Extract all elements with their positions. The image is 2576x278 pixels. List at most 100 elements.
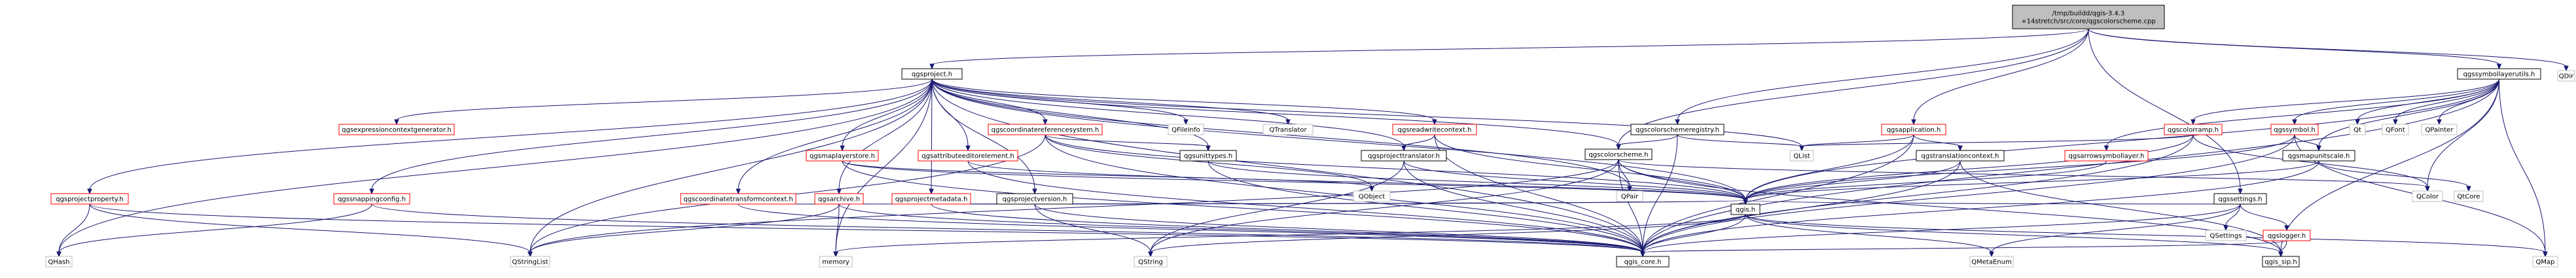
node-qt: Qt (2349, 124, 2366, 135)
edge-arrowhead (2355, 119, 2360, 126)
node-box (2349, 124, 2366, 135)
node-qgscolorscheme[interactable]: qgscolorscheme.h (1584, 148, 1653, 160)
node-box (2012, 5, 2165, 29)
edge-arrowhead (1043, 119, 1048, 126)
node-label: qgssnappingconfig.h (338, 196, 406, 203)
edge-qgsproject-to-qgsarchive (836, 78, 933, 195)
node-qgsmapunitscale[interactable]: qgsmapunitscale.h (2282, 150, 2355, 162)
node-qgsarrowsymbol[interactable]: qgsarrowsymbollayer.h (2064, 150, 2149, 162)
node-qgsapplication[interactable]: qgsapplication.h (1881, 124, 1946, 135)
edge-line (1618, 159, 1643, 253)
edge-line (371, 203, 1643, 253)
node-qgstranslationctx[interactable]: qgstranslationcontext.h (1916, 150, 2005, 162)
node-qgscsregistry[interactable]: qgscolorschemeregistry.h (1630, 124, 1725, 135)
edge-qgsprojectproperty-to-qhash (56, 203, 90, 258)
node-label: qgssymbol.h (2274, 127, 2316, 134)
node-qgsprojectproperty[interactable]: qgsprojectproperty.h (50, 193, 129, 205)
node-box (2270, 124, 2319, 135)
node-box (2263, 230, 2311, 241)
node-qgscrs[interactable]: qgscoordinatereferencesystem.h (988, 124, 1103, 135)
node-box (814, 193, 864, 205)
edge-line (89, 203, 531, 253)
node-qgssymbollayerutils[interactable]: qgssymbollayerutils.h (2457, 68, 2541, 80)
edge-qgssettings-to-qgslogger (2240, 203, 2289, 232)
edge-qgis-to-qmetaenum (1745, 214, 1994, 258)
edge-line (371, 78, 933, 190)
edge-qgssymbollayerutils-to-qgsarrowsymbol (2103, 78, 2499, 152)
node-qgsattrediting[interactable]: qgsattributeeditorelement.h (918, 150, 1018, 162)
edge-line (931, 78, 1619, 146)
edge-qgscrs-to-qgsunittypes (1045, 134, 1211, 152)
node-qgsmaplayerstore[interactable]: qgsmaplayerstore.h (806, 150, 879, 162)
edge-line (2088, 28, 2567, 67)
edge-arrowhead (2425, 186, 2430, 192)
edge-line (931, 78, 1435, 121)
node-label: qgsprojectversion.h (1003, 196, 1067, 203)
edge-qgsarchive-to-qstringlist (528, 203, 840, 258)
edge-line (1403, 160, 1643, 253)
node-label: QPainter (2425, 127, 2454, 134)
edge-arrowhead (1032, 188, 1037, 195)
node-root[interactable]: /tmp/buildd/qgis-3.4.3+14stretch/src/cor… (2012, 5, 2165, 29)
node-label: QList (1793, 153, 1810, 160)
node-label: qgsunittypes.h (1184, 153, 1232, 160)
edge-arrowhead (840, 145, 845, 152)
edge-qgssnappingconfig-to-qhash (56, 203, 372, 258)
edge-arrowhead (2292, 119, 2297, 126)
node-qgscolorramp[interactable]: qgscolorramp.h (2164, 124, 2223, 135)
node-qgsprojectversion[interactable]: qgsprojectversion.h (996, 193, 1073, 205)
edge-line (1745, 160, 2319, 201)
node-qgsarchive[interactable]: qgsarchive.h (814, 193, 864, 205)
edge-qgscolorscheme-to-qcolor (1618, 159, 2430, 192)
node-label: qgsapplication.h (1887, 127, 1941, 134)
node-label: QString (1138, 259, 1163, 266)
node-box (1361, 150, 1447, 162)
edge-line (1618, 159, 2428, 188)
node-box (2064, 150, 2149, 162)
node-box (2457, 68, 2541, 80)
edge-line (529, 78, 933, 253)
node-qgssnappingconfig[interactable]: qgssnappingconfig.h (333, 193, 410, 205)
node-qgissip[interactable]: qgis_sip.h (2262, 256, 2300, 268)
node-label: qgsarrowsymbollayer.h (2069, 153, 2145, 160)
edge-line (931, 78, 1746, 201)
edge-line (1642, 214, 1746, 253)
node-label: QFont (2386, 127, 2405, 134)
node-qgis[interactable]: qgis.h (1730, 203, 1761, 215)
node-qgssymbol[interactable]: qgssymbol.h (2270, 124, 2319, 135)
node-qgsproject[interactable]: qgsproject.h (901, 68, 963, 80)
edge-line (1745, 134, 1914, 201)
edge-arrowhead (2316, 145, 2321, 152)
edge-line (842, 160, 1746, 201)
node-qgsreadwrite[interactable]: qgsreadwritecontext.h (1392, 124, 1477, 135)
node-qgsprojtranslator[interactable]: qgsprojecttranslator.h (1361, 150, 1447, 162)
edge-line (931, 78, 1289, 121)
edge-arrowhead (2103, 145, 2109, 152)
node-box (2532, 256, 2558, 268)
edge-line (2225, 203, 2241, 227)
node-qgsexprctxgen[interactable]: qgsexpressioncontextgenerator.h (338, 124, 455, 135)
edge-line (1745, 78, 2499, 201)
edge-line (2088, 28, 2499, 65)
edge-line (2280, 78, 2499, 253)
edge-line (2106, 78, 2499, 147)
node-qgscttranscontext[interactable]: qgscoordinatetransformcontext.h (680, 193, 796, 205)
node-label: QStringList (512, 259, 548, 266)
edge-arrowhead (929, 63, 935, 70)
node-qgscore[interactable]: qgis_core.h (1616, 256, 1670, 268)
edge-line (931, 200, 1746, 205)
node-label: qgssymbollayerutils.h (2463, 71, 2535, 78)
node-qgssettings[interactable]: qgssettings.h (2213, 193, 2267, 205)
node-qgsunittypes[interactable]: qgsunittypes.h (1179, 150, 1237, 162)
node-qgslogger[interactable]: qgslogger.h (2263, 230, 2311, 241)
node-label: qgsarchive.h (818, 196, 860, 203)
edge-line (1045, 134, 1746, 201)
edge-line (2357, 78, 2499, 121)
node-box (2164, 124, 2223, 135)
edge-line (835, 214, 1746, 253)
node-qgsprojectmetadata[interactable]: qgsprojectmetadata.h (891, 193, 971, 205)
edge-line (1801, 134, 1914, 147)
edge-line (931, 203, 1643, 253)
edge-line (738, 78, 933, 190)
edge-line (1208, 160, 1746, 201)
